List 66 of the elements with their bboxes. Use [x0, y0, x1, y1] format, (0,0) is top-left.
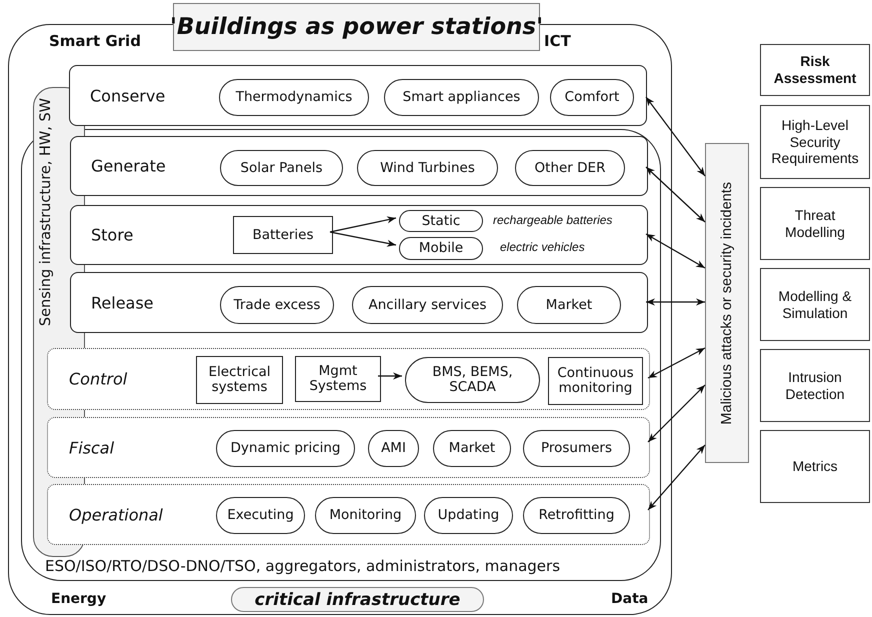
arrow	[646, 166, 706, 222]
corner-label: Energy	[51, 591, 106, 607]
arrow	[648, 347, 706, 379]
stakeholder-text: ESO/ISO/RTO/DSO-DNO/TSO, aggregators, administrators, managers	[45, 557, 560, 575]
annotation-text: rechargeable batteries	[493, 213, 612, 227]
item-pill: Ancillary services	[352, 286, 503, 324]
layer-label: Release	[91, 293, 154, 312]
arrow	[330, 231, 396, 247]
item-pill: Smart appliances	[384, 79, 539, 116]
step-box: Threat Modelling	[760, 187, 870, 260]
stakeholder-frame	[21, 129, 661, 581]
corner-label: Smart Grid	[49, 32, 141, 50]
arrow	[648, 384, 706, 442]
item-box: Mgmt Systems	[295, 356, 381, 402]
layer-label: Conserve	[90, 86, 166, 105]
step-box: Intrusion Detection	[760, 349, 870, 422]
layer-label: Control	[69, 370, 128, 388]
layer-row	[69, 65, 647, 126]
corner-label: Data	[611, 591, 648, 607]
item-pill: Retrofitting	[523, 497, 630, 534]
arrow	[648, 444, 706, 510]
item-pill: Other DER	[515, 150, 625, 186]
item-pill: Static	[399, 210, 483, 232]
item-pill: Trade excess	[220, 286, 334, 324]
layer-row	[70, 136, 648, 196]
item-pill: Market	[433, 430, 511, 467]
corner-label: ICT	[544, 32, 571, 50]
item-pill: Monitoring	[315, 497, 416, 534]
layer-label: Fiscal	[69, 438, 114, 457]
layer-label: Store	[91, 226, 134, 244]
layer-row	[47, 417, 650, 478]
layer-row	[70, 272, 648, 333]
step-box: Modelling & Simulation	[760, 268, 870, 341]
arrow	[646, 233, 706, 269]
item-pill: Executing	[216, 497, 305, 534]
item-pill: Wind Turbines	[357, 150, 498, 186]
threat-label: Malicious attacks or security incidents	[719, 182, 735, 424]
annotation-text: electric vehicles	[500, 240, 585, 254]
arrow	[330, 216, 396, 233]
sensing-label: Sensing infrastructure, HW, SW	[38, 98, 54, 326]
item-pill: Prosumers	[523, 430, 630, 467]
step-box: Risk Assessment	[760, 44, 870, 96]
item-box: Electrical systems	[196, 356, 283, 404]
layer-row	[70, 205, 648, 265]
item-box: Batteries	[233, 216, 333, 254]
arrow	[378, 372, 402, 380]
threat-bar	[705, 143, 749, 463]
layer-label: Operational	[69, 505, 163, 524]
step-box: High-Level Security Requirements	[760, 105, 870, 179]
item-pill: AMI	[368, 430, 419, 467]
step-box: Metrics	[760, 430, 870, 503]
layer-label: Generate	[91, 156, 166, 176]
item-box: Continuous monitoring	[548, 357, 643, 405]
layer-row	[47, 348, 650, 410]
item-pill: Comfort	[550, 79, 634, 116]
item-pill: Dynamic pricing	[216, 430, 355, 467]
item-pill: BMS, BEMS, SCADA	[405, 357, 540, 403]
item-pill: Mobile	[399, 237, 483, 260]
infrastructure-pill: critical infrastructure	[231, 587, 484, 612]
item-pill: Solar Panels	[220, 150, 343, 186]
arrow	[646, 298, 705, 306]
item-pill: Market	[517, 286, 621, 324]
item-pill: Updating	[424, 497, 513, 534]
item-pill: Thermodynamics	[219, 79, 369, 116]
arrow	[646, 96, 706, 176]
layer-row	[47, 484, 650, 545]
